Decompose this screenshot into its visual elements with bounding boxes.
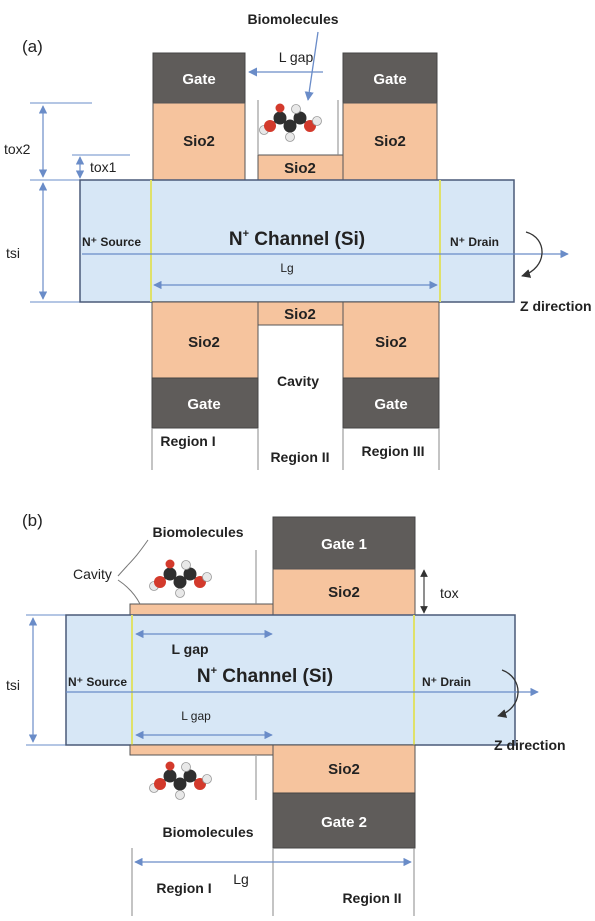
region-3-label-a: Region III [362, 443, 425, 459]
sio2-top-left-label: Sio2 [183, 133, 215, 150]
l-gap-label-a: L gap [279, 49, 314, 65]
tox2-label: tox2 [4, 141, 31, 157]
cavity-label-a: Cavity [277, 373, 319, 389]
gate-1 [272, 516, 416, 570]
rotation-arrow-icon [497, 669, 519, 718]
l-gap-label-b-bottom: L gap [181, 709, 211, 723]
gate-top-left [152, 52, 246, 104]
sio2-bottom-b [272, 744, 416, 794]
z-direction-label-a: Z direction [520, 298, 592, 314]
gate-bottom-left [151, 377, 259, 429]
panel-a: (a) Gate Sio2 Gate Sio2 Sio2 Biomolecule… [4, 11, 592, 470]
gate-top-right [342, 52, 438, 104]
gate-2-label: Gate 2 [321, 814, 367, 831]
lg-label-b: Lg [233, 871, 249, 887]
thin-oxide-bottom-b [129, 744, 274, 756]
sio2-bottom-left [151, 301, 259, 379]
panel-b-label: (b) [22, 511, 43, 530]
sio2-top-b-label: Sio2 [328, 584, 360, 601]
tox1-label: tox1 [90, 159, 117, 175]
gate-top-right-label: Gate [373, 71, 406, 88]
sio2-top-right-label: Sio2 [374, 133, 406, 150]
sio2-top-left [152, 102, 246, 181]
l-gap-label-b-top: L gap [171, 641, 208, 657]
tsi-label-a: tsi [6, 245, 20, 261]
drain-label-a: N⁺ Drain [450, 235, 499, 249]
region-2-label-a: Region II [270, 449, 329, 465]
region-1-label-a: Region I [160, 433, 215, 449]
rotation-arrow-icon [521, 231, 543, 278]
source-label-a: N⁺ Source [82, 235, 141, 249]
panel-b: (b) Gate 1 Sio2 tox Biomolecules Cavity … [6, 511, 566, 916]
thin-oxide-top-b [129, 603, 274, 616]
panel-a-label: (a) [22, 37, 43, 56]
gate-top-left-label: Gate [182, 71, 215, 88]
biomolecules-label-a: Biomolecules [247, 11, 338, 27]
lg-label-a: Lg [280, 261, 293, 275]
sio2-bottom-left-label: Sio2 [188, 334, 220, 351]
drain-label-b: N⁺ Drain [422, 675, 471, 689]
region-1-label-b: Region I [156, 880, 211, 896]
sio2-top-b [272, 568, 416, 616]
gate-bottom-right [342, 377, 440, 429]
sio2-bottom-b-label: Sio2 [328, 761, 360, 778]
source-label-b: N⁺ Source [68, 675, 127, 689]
region-2-label-b: Region II [342, 890, 401, 906]
cavity-label-b: Cavity [73, 566, 112, 582]
biomolecules-label-b-top: Biomolecules [152, 524, 243, 540]
biomolecules-label-b-bottom: Biomolecules [162, 824, 253, 840]
biomolecule-icon [258, 102, 323, 143]
gate-bottom-right-label: Gate [374, 396, 407, 413]
gate-1-label: Gate 1 [321, 536, 367, 553]
gate-2 [272, 792, 416, 849]
biomolecule-icon [148, 760, 213, 801]
z-direction-label-b: Z direction [494, 737, 566, 753]
channel-label-b: N+ Channel (Si) [197, 665, 333, 687]
biomolecule-icon [148, 558, 213, 599]
tox-label: tox [440, 585, 459, 601]
sio2-top-right [342, 102, 438, 181]
sio2-bottom-right-label: Sio2 [375, 334, 407, 351]
channel-label-a: N+ Channel (Si) [229, 228, 365, 250]
sio2-bottom-center-label: Sio2 [284, 306, 316, 323]
gate-bottom-left-label: Gate [187, 396, 220, 413]
sio2-bottom-right [342, 301, 440, 379]
sio2-top-center-label: Sio2 [284, 160, 316, 177]
tsi-label-b: tsi [6, 677, 20, 693]
